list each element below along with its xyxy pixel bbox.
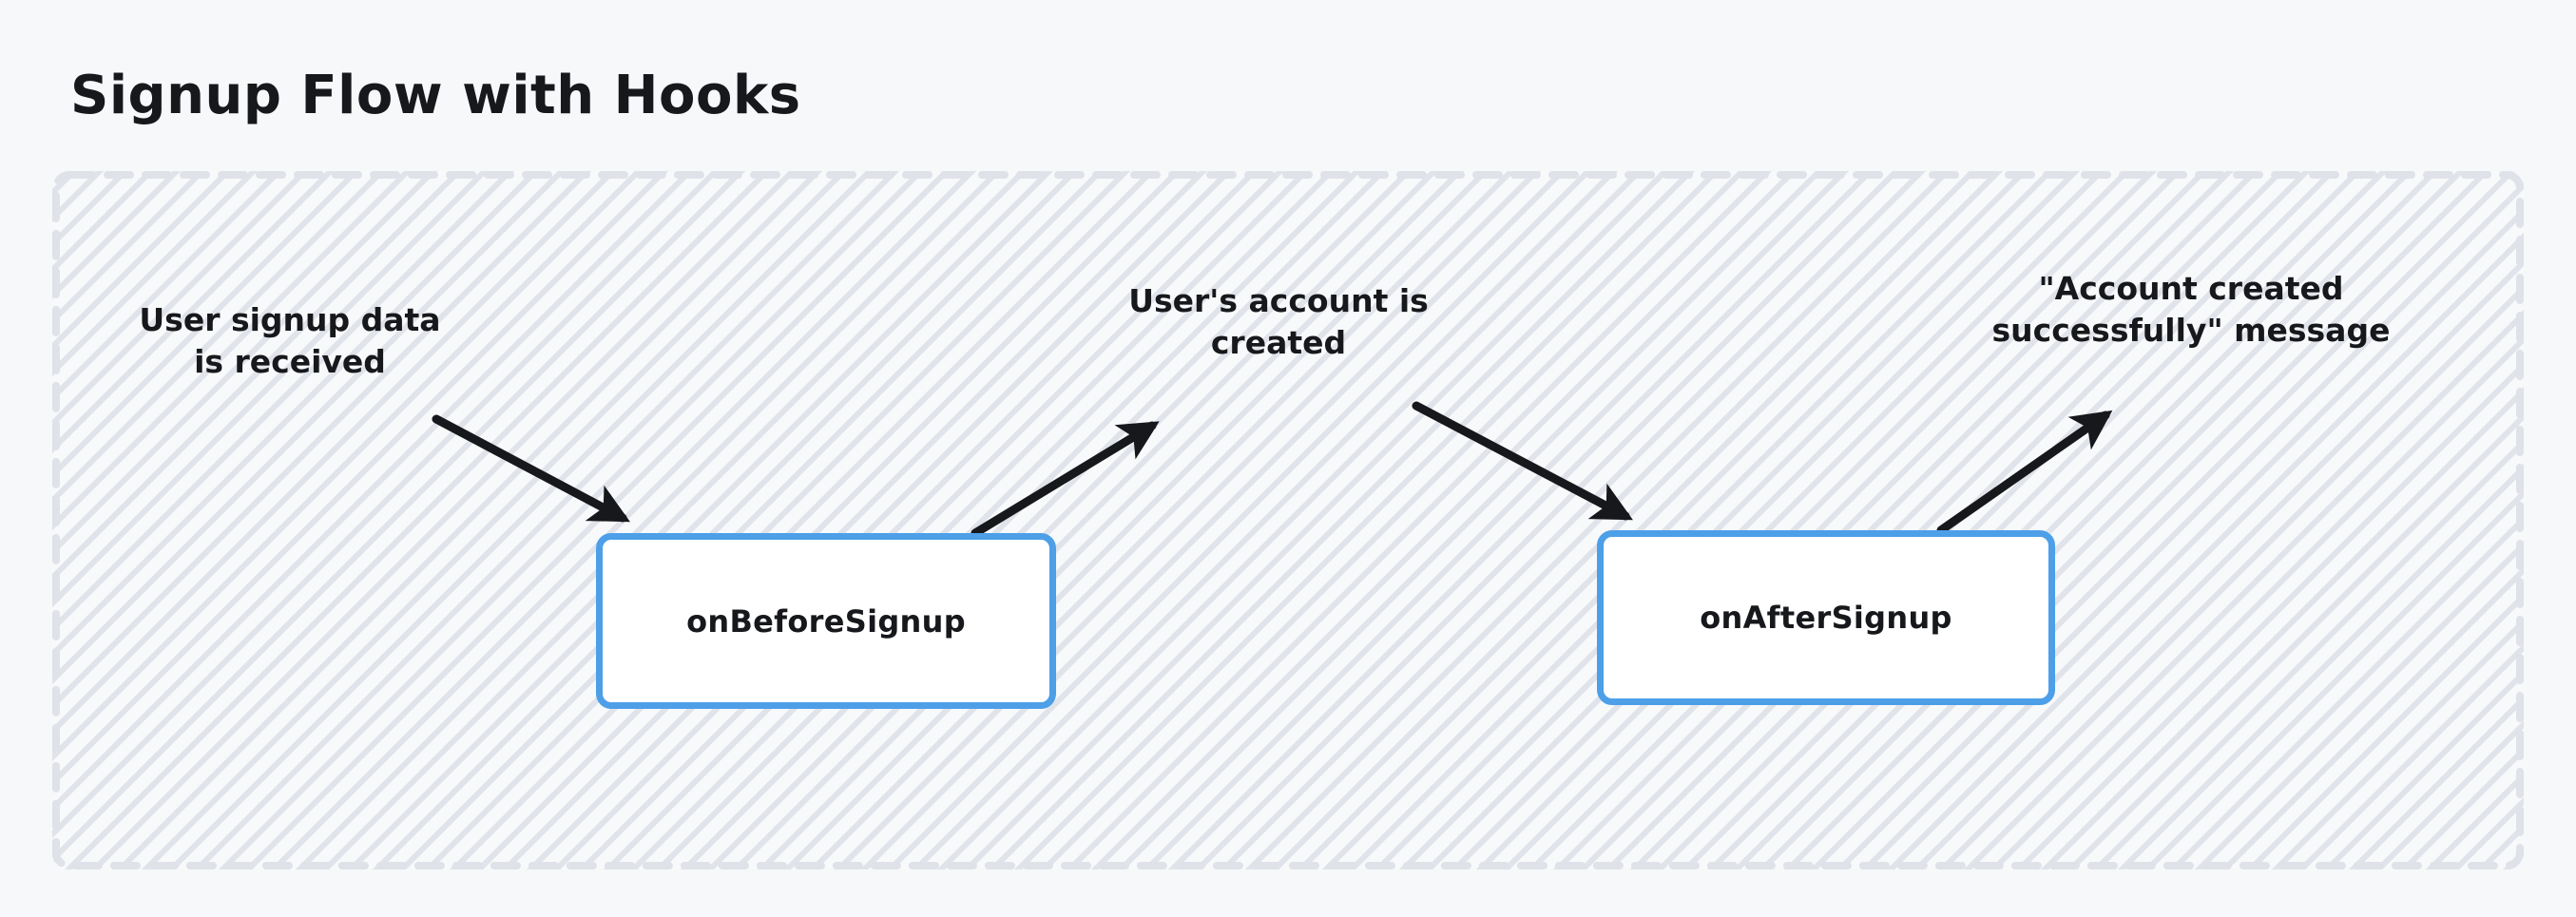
node-on-after-signup[interactable]: onAfterSignup	[1597, 530, 2055, 705]
edge-label-user-signup-data: User signup data is received	[139, 301, 441, 380]
node-on-before-signup[interactable]: onBeforeSignup	[596, 533, 1056, 709]
page-title: Signup Flow with Hooks	[70, 65, 801, 126]
edge-label-account-created: User's account is created	[1128, 282, 1429, 361]
edge-label-success-message: "Account created successfully" message	[1991, 270, 2391, 349]
node-label-on-after-signup: onAfterSignup	[1700, 600, 1952, 636]
node-label-on-before-signup: onBeforeSignup	[686, 602, 966, 640]
